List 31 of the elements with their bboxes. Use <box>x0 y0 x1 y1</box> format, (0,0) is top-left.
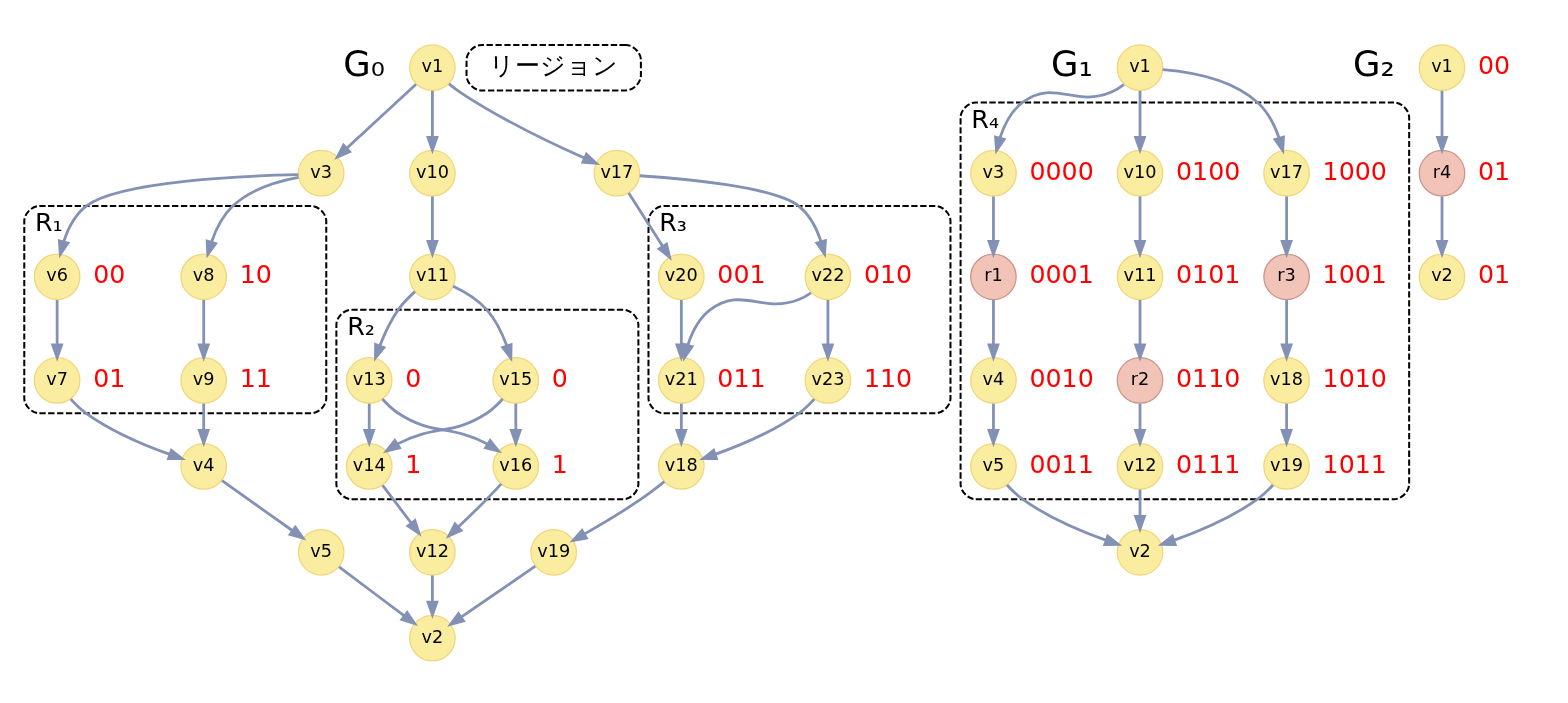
node-label: 1 <box>551 449 568 479</box>
node-label: 01 <box>1478 259 1511 289</box>
node-label: 001 <box>717 259 766 289</box>
node-label: 1011 <box>1322 449 1387 479</box>
node-label: 10 <box>239 259 272 289</box>
label: G₁ <box>1050 42 1093 84</box>
node-label: 1010 <box>1322 363 1387 393</box>
node-label: 1 <box>405 449 422 479</box>
node-label: 0011 <box>1029 449 1094 479</box>
node-label: 0110 <box>1176 363 1241 393</box>
label: G₀ <box>343 42 385 84</box>
legend-label: リージョン <box>489 50 619 80</box>
node-label: 011 <box>717 363 766 393</box>
node-label: 110 <box>863 363 913 393</box>
node-label: 0 <box>405 363 422 393</box>
node-label: 0100 <box>1176 156 1241 186</box>
node-label: 0101 <box>1176 259 1241 289</box>
node-label: 01 <box>93 363 126 393</box>
node-label: 01 <box>1478 156 1511 186</box>
node-label: 00 <box>1478 50 1511 80</box>
node-label: 1001 <box>1322 259 1387 289</box>
node-label: 0001 <box>1029 259 1094 289</box>
node-label: 0010 <box>1029 363 1094 393</box>
node-label: 0111 <box>1176 449 1241 479</box>
node-label: 010 <box>863 259 913 289</box>
node-label: 0 <box>551 363 568 393</box>
node-label: 00 <box>93 259 126 289</box>
label: G₂ <box>1352 42 1395 84</box>
node-label: 11 <box>239 363 272 393</box>
node-label: 0000 <box>1029 156 1094 186</box>
node-label: 1000 <box>1322 156 1387 186</box>
